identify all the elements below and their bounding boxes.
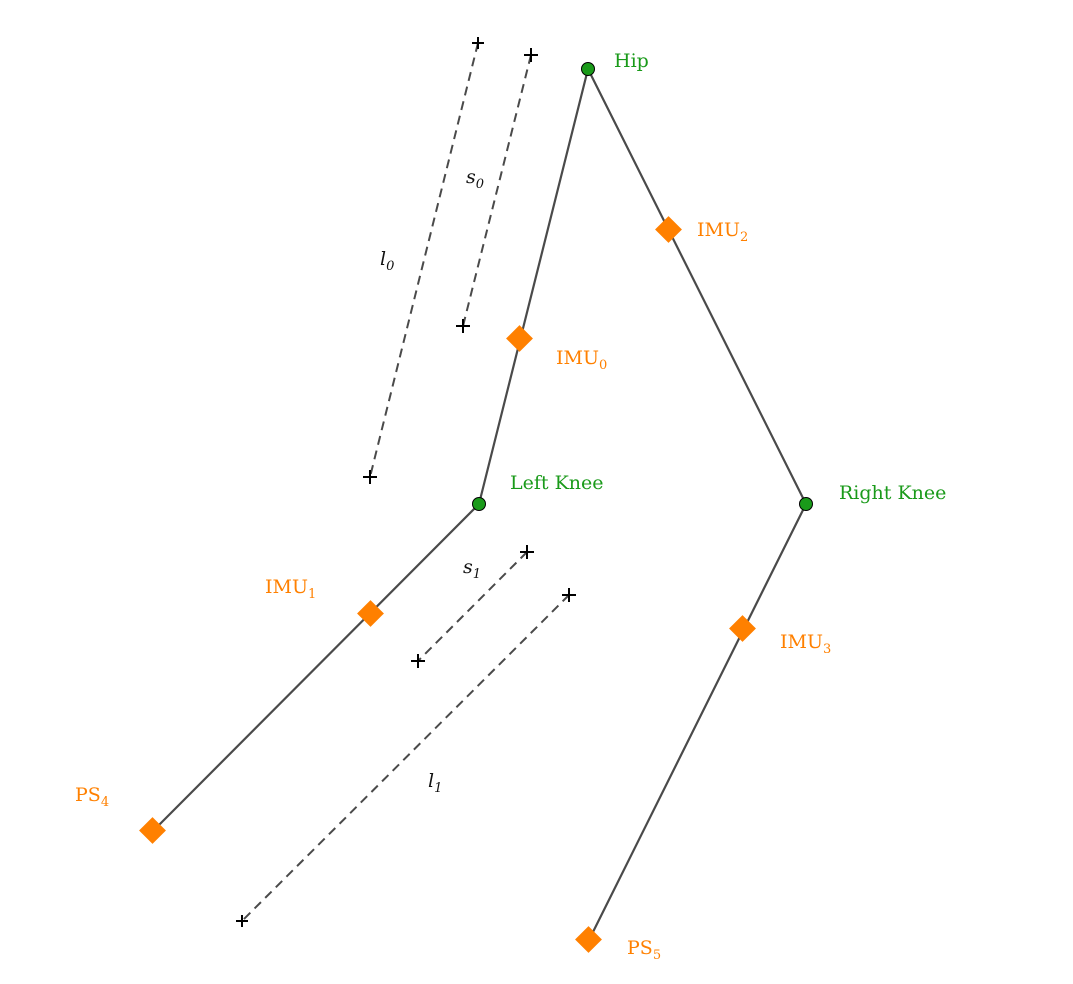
l1-dimension-line [241, 594, 570, 922]
imu3-label: IMU3 [780, 631, 831, 657]
left-thigh-segment [477, 67, 590, 506]
l1-start-marker [562, 588, 576, 602]
s0-dimension-line [462, 54, 532, 327]
left-knee-label: Left Knee [510, 472, 604, 494]
s1-start-marker [520, 545, 534, 559]
imu2-marker [655, 216, 682, 243]
hip-joint [581, 62, 595, 76]
s1-dimension-line [417, 551, 528, 662]
s1-label: s1 [463, 556, 481, 582]
right-knee-joint [799, 497, 813, 511]
left-shank-segment [151, 502, 481, 833]
right-shank-segment [587, 502, 808, 942]
l1-label: l1 [428, 770, 442, 796]
right-thigh-segment [586, 67, 808, 506]
s0-label: s0 [466, 166, 484, 192]
imu1-label: IMU1 [265, 576, 316, 602]
s0-end-marker [456, 319, 470, 333]
hip-label: Hip [614, 50, 649, 72]
imu3-marker [729, 615, 756, 642]
ps4-label: PS4 [75, 784, 109, 810]
imu0-label: IMU0 [556, 347, 607, 373]
imu0-marker [506, 325, 533, 352]
ps5-label: PS5 [627, 937, 661, 963]
l1-end-marker [236, 915, 248, 927]
ps5-marker [575, 926, 602, 953]
l0-label: l0 [380, 248, 394, 274]
s1-end-marker [411, 654, 425, 668]
l0-start-marker [472, 37, 484, 49]
left-knee-joint [472, 497, 486, 511]
s0-start-marker [524, 48, 538, 62]
imu2-label: IMU2 [697, 219, 748, 245]
l0-end-marker [363, 470, 377, 484]
right-knee-label: Right Knee [839, 482, 946, 504]
